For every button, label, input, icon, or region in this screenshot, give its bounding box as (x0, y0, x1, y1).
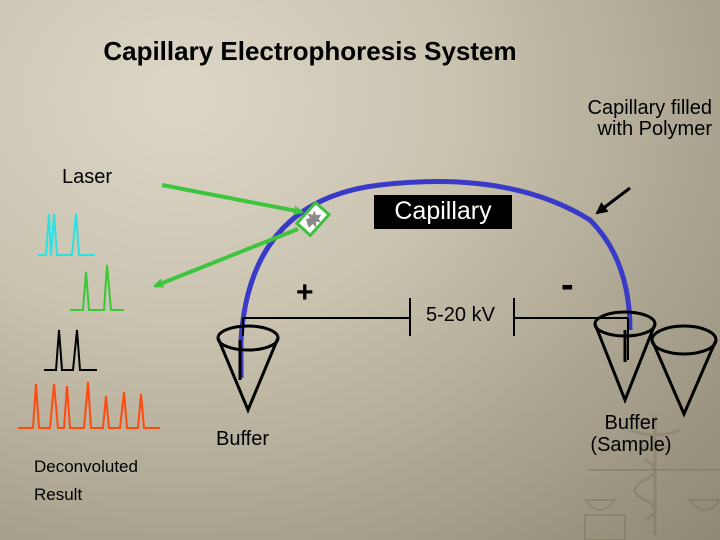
circuit-wire (242, 298, 629, 360)
capillary-fill-label: Capillary filled with Polymer (587, 97, 713, 140)
cathode-label: - (561, 264, 574, 306)
trace-cyan (38, 213, 95, 256)
buffer-left-label: Buffer (216, 428, 269, 450)
buffer-sample-label: Buffer (Sample) (590, 412, 672, 456)
laser-arrow-icon (161, 183, 304, 216)
emission-arrow-icon (153, 227, 299, 288)
laser-label: Laser (62, 166, 113, 188)
voltage-label: 5-20 kV (426, 304, 495, 326)
buffer-cup-icon (216, 324, 280, 414)
anode-label: + (296, 276, 314, 309)
deconvoluted-result-label: Deconvoluted Result (34, 453, 174, 509)
page-title: Capillary Electrophoresis System (103, 36, 517, 66)
electrode-icon (238, 330, 627, 380)
detection-window-icon (294, 200, 332, 238)
trace-green (70, 264, 124, 311)
trace-orange (18, 381, 160, 429)
capillary-label: Capillary (374, 195, 512, 229)
capillary-arc (238, 179, 633, 378)
caduceus-watermark-icon (629, 415, 681, 535)
buffer-cup-icon (593, 310, 718, 418)
result-label-text: Deconvoluted Result (34, 457, 138, 504)
scales-watermark-icon (582, 469, 720, 540)
trace-black (44, 329, 97, 371)
polymer-pointer-arrow (595, 186, 631, 215)
